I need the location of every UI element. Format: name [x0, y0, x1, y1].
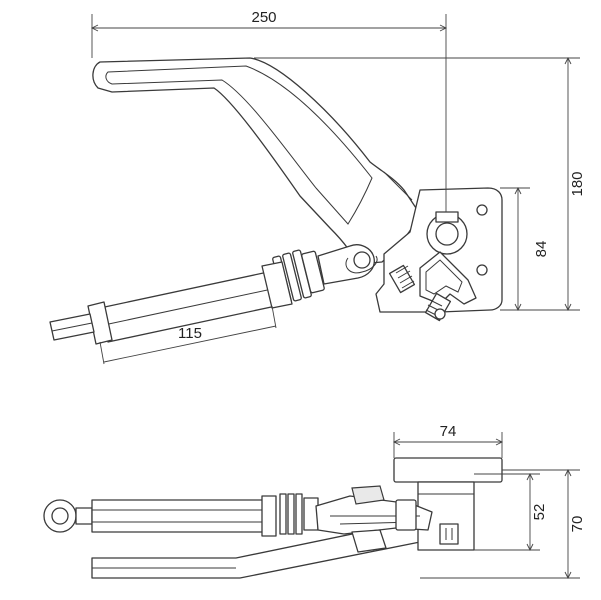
dim-52: 52 — [474, 472, 548, 552]
dim-250-label: 250 — [251, 9, 276, 26]
dim-70: 70 — [420, 468, 586, 580]
adjust-screw-right — [424, 292, 452, 322]
dim-70-label: 70 — [569, 516, 586, 533]
pivot-boss-inner — [435, 222, 459, 246]
rod-nut — [261, 261, 293, 309]
rod-side — [91, 499, 269, 533]
dim-84: 84 — [500, 186, 550, 312]
link-pin — [353, 251, 371, 269]
dim-115: 115 — [99, 305, 277, 365]
lever-handle — [92, 57, 421, 265]
rod-eye — [43, 499, 93, 533]
dim-74: 74 — [392, 423, 504, 458]
dim-115-label: 115 — [178, 325, 202, 342]
spring-side — [279, 493, 319, 535]
lever-edge — [383, 171, 413, 201]
top-view: 250 180 84 115 — [49, 9, 586, 365]
adjust-screw-left — [388, 264, 416, 294]
dim-84-label: 84 — [533, 241, 550, 258]
pivot-clamp — [435, 211, 459, 223]
dim-180: 180 — [254, 56, 586, 312]
plate-hole-bottom — [476, 264, 488, 276]
dim-180-label: 180 — [569, 171, 586, 196]
spring-clip — [345, 255, 378, 274]
link-lower — [351, 529, 387, 553]
rod-edge — [103, 288, 273, 326]
link-plate — [351, 485, 385, 505]
clamp-jaw-inner — [425, 259, 463, 295]
lever-handle-slot — [105, 65, 373, 225]
side-view: 74 52 70 — [43, 423, 586, 580]
dim-250: 250 — [90, 9, 448, 212]
rod-side-nut — [261, 495, 277, 537]
dim-74-label: 74 — [440, 423, 457, 440]
dim-52-label: 52 — [531, 504, 548, 521]
plate-hole-top — [476, 204, 488, 216]
mount-plate-side — [393, 457, 503, 483]
